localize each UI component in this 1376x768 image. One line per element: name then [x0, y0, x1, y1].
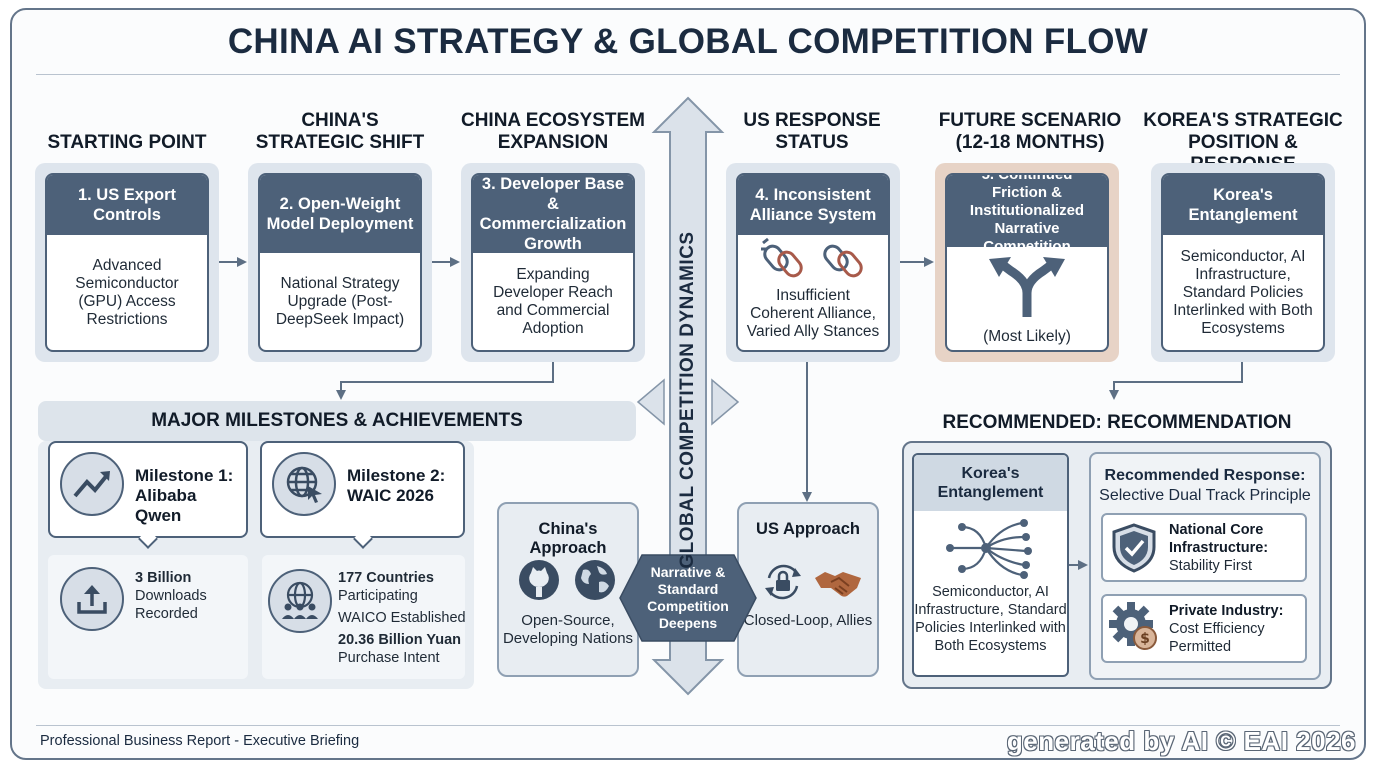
countries-label: Participating: [338, 588, 418, 604]
waico-label: WAICO Established: [338, 610, 466, 626]
milestones-heading: MAJOR MILESTONES & ACHIEVEMENTS: [38, 401, 636, 441]
card-body: (Most Likely): [983, 327, 1071, 345]
lock-cycle-icon: [765, 564, 801, 600]
people-globe-icon: [268, 569, 332, 633]
private-industry-item: $ Private Industry: Cost Efficiency Perm…: [1101, 594, 1307, 663]
fork-arrow-icon: [989, 257, 1065, 317]
upload-icon: [60, 567, 124, 631]
watermark: generated by AI © EAI 2026: [1006, 726, 1356, 756]
china-approach-box: China's Approach Open-Source, Developing…: [497, 502, 639, 677]
trend-up-icon: [60, 452, 124, 516]
card-open-weight-deployment: 2. Open-Weight Model Deployment National…: [248, 163, 432, 362]
milestone-2-title: Milestone 2: WAIC 2026: [347, 466, 446, 505]
card-future-scenario: 5. Continued Friction & Institutionalize…: [935, 163, 1119, 362]
downloads-count: 3 Billion: [135, 570, 192, 586]
title-divider: [36, 74, 1340, 75]
network-icon: [946, 519, 1032, 579]
national-core-item: National Core Infrastructure: Stability …: [1101, 513, 1307, 582]
card-inner: 2. Open-Weight Model Deployment National…: [258, 173, 422, 352]
global-competition-label: GLOBAL COMPETITION DYNAMICS: [677, 231, 698, 569]
purchase-amount: 20.36 Billion Yuan: [338, 632, 462, 648]
page-title: CHINA AI STRATEGY & GLOBAL COMPETITION F…: [227, 22, 1149, 61]
private-industry-value: Cost Efficiency Permitted: [1169, 621, 1265, 655]
card-title: 5. Continued Friction & Institutionalize…: [947, 175, 1107, 255]
korea-entanglement-title: Korea's Entanglement: [914, 455, 1067, 511]
card-body: National Strategy Upgrade (Post-DeepSeek…: [275, 274, 405, 328]
national-core-text: National Core Infrastructure: Stability …: [1169, 521, 1305, 575]
card-inconsistent-alliance: 4. Inconsistent Alliance System Insuffic…: [726, 163, 900, 362]
private-industry-label: Private Industry:: [1169, 603, 1284, 619]
footer-caption: Professional Business Report - Executive…: [40, 733, 360, 749]
china-approach-title: China's Approach: [529, 520, 607, 557]
card-inner: 5. Continued Friction & Institutionalize…: [945, 173, 1109, 352]
card-title: 1. US Export Controls: [47, 175, 207, 235]
handshake-icon: [815, 572, 861, 597]
downloads-label: Downloads Recorded: [135, 588, 207, 622]
footer-divider: [36, 725, 1340, 726]
card-title: 2. Open-Weight Model Deployment: [260, 175, 420, 253]
narrative-hexagon-label: Narrative & Standard Competition Deepens: [647, 564, 729, 631]
col-head-strategic-shift: CHINA'S STRATEGIC SHIFT: [255, 110, 425, 153]
card-body: Insufficient Coherent Alliance, Varied A…: [746, 287, 880, 340]
card-korea-entanglement: Korea's Entanglement Semiconductor, AI I…: [1151, 163, 1335, 362]
card-us-export-controls: 1. US Export Controls Advanced Semicondu…: [35, 163, 219, 362]
us-approach-box: US Approach Closed-Loop, Allies: [737, 502, 879, 677]
us-approach-title: US Approach: [756, 520, 860, 538]
card-inner: 1. US Export Controls Advanced Semicondu…: [45, 173, 209, 352]
response-title-bold: Recommended Response:: [1104, 467, 1306, 484]
col-head-future-scenario: FUTURE SCENARIO (12-18 MONTHS): [938, 110, 1122, 153]
card-inner: 3. Developer Base & Commercialization Gr…: [471, 173, 635, 352]
milestone-1-stat-text: 3 Billion Downloads Recorded: [135, 569, 245, 623]
globe-cursor-icon: [272, 452, 336, 516]
card-inner: Korea's Entanglement Semiconductor, AI I…: [1161, 173, 1325, 352]
national-core-value: Stability First: [1169, 558, 1252, 574]
card-developer-base: 3. Developer Base & Commercialization Gr…: [461, 163, 645, 362]
milestone-2-stat-text: 177 Countries Participating WAICO Establ…: [338, 569, 466, 667]
card-body: Expanding Developer Reach and Commercial…: [493, 265, 613, 337]
github-icon: [519, 560, 559, 600]
response-title-rest: Selective Dual Track Principle: [1099, 487, 1311, 504]
korea-entanglement-body: Semiconductor, AI Infrastructure, Standa…: [914, 584, 1067, 654]
card-body: Advanced Semiconductor (GPU) Access Rest…: [75, 256, 179, 328]
col-head-starting-point: STARTING POINT: [47, 132, 207, 153]
chain-link-icon: [761, 237, 863, 278]
gear-dollar-icon: $: [1109, 602, 1157, 650]
recommended-response-title: Recommended Response: Selective Dual Tra…: [1091, 466, 1319, 506]
card-inner: 4. Inconsistent Alliance System Insuffic…: [736, 173, 890, 352]
card-title: 4. Inconsistent Alliance System: [738, 175, 888, 235]
col-head-us-response: US RESPONSE STATUS: [743, 110, 881, 153]
recommendation-heading: RECOMMENDED: RECOMMENDATION: [942, 412, 1292, 433]
countries-count: 177 Countries: [338, 570, 434, 586]
milestone-1-title: Milestone 1: Alibaba Qwen: [135, 466, 234, 525]
china-approach-desc: Open-Source, Developing Nations: [502, 612, 634, 647]
card-title: Korea's Entanglement: [1163, 175, 1323, 235]
card-body: Semiconductor, AI Infrastructure, Standa…: [1173, 247, 1313, 337]
narrative-hexagon-label-wrap: Narrative & Standard Competition Deepens: [620, 555, 756, 641]
shield-check-icon: [1112, 523, 1156, 573]
national-core-label: National Core Infrastructure:: [1169, 522, 1269, 556]
globe-icon: [575, 560, 615, 600]
us-approach-desc: Closed-Loop, Allies: [743, 612, 873, 629]
purchase-label: Purchase Intent: [338, 650, 440, 666]
korea-entanglement-box: Korea's Entanglement Semiconductor, AI I…: [912, 453, 1069, 677]
svg-text:$: $: [1140, 631, 1150, 647]
card-title: 3. Developer Base & Commercialization Gr…: [473, 175, 633, 253]
private-industry-text: Private Industry: Cost Efficiency Permit…: [1169, 602, 1305, 656]
col-head-ecosystem-expansion: CHINA ECOSYSTEM EXPANSION: [460, 110, 646, 153]
